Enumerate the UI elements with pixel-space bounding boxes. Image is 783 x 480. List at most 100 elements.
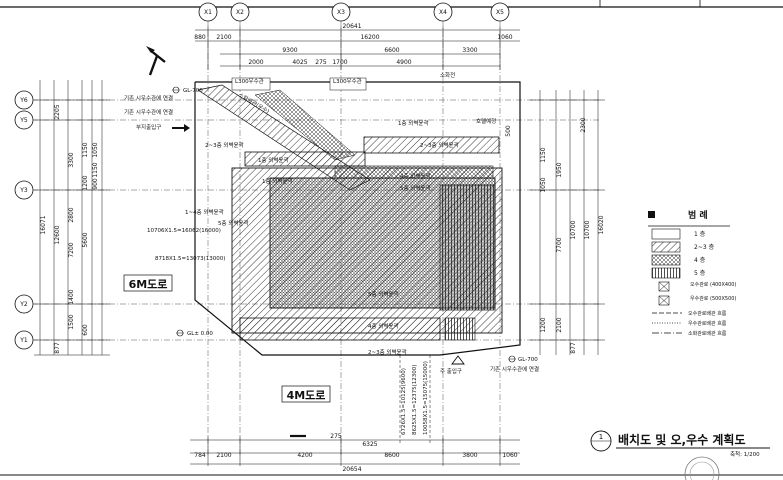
legend-label-3: 5 층 — [694, 269, 706, 277]
conn-note-3: 기존 시우수관에 연결 — [490, 365, 539, 373]
dim-left-row-1: 3300 — [68, 152, 75, 167]
entrance-side-arrow-icon — [172, 124, 190, 132]
north-arrow-icon — [146, 46, 166, 76]
drawing-title: 배치도 및 오,우수 계획도 — [618, 432, 746, 447]
entrance-main-arrow-icon — [451, 355, 465, 365]
dim-bottom-inner-1: 6325 — [362, 441, 377, 448]
floor-label-f4: 4층 외벽윤곽 — [400, 172, 431, 180]
floor-label-f1c: 1~4층 외벽윤곽 — [185, 208, 224, 216]
floor-label-f1a: 1층 외벽윤곽 — [398, 119, 429, 127]
top-note-1: L300우수관 — [235, 77, 264, 85]
grid-y6-label: Y6 — [19, 97, 28, 104]
dim-left-small-2: 1150 — [82, 142, 89, 157]
title-number: 1 — [599, 433, 603, 441]
dim-right-mid-1: 10700 — [570, 220, 577, 239]
road-bottom-label: 4M도로 — [287, 389, 326, 402]
dim-top-r3-1: 4025 — [292, 59, 307, 66]
grid-bubbles-x: X1 X2 X3 X4 X5 — [198, 2, 510, 22]
floor-5-core — [439, 184, 496, 311]
dim-bottom-2: 4200 — [297, 452, 312, 459]
dim-top-left-small: 880 — [194, 34, 206, 41]
floor-label-f23b: 2~3층 외벽윤곽 — [205, 141, 244, 149]
dim-right-mid-0: 10700 — [584, 220, 591, 239]
dim-left-overall: 16071 — [40, 215, 47, 234]
dim-top-r2-0: 9300 — [282, 47, 297, 54]
dim-left-mid-0: 12600 — [54, 225, 61, 244]
bottom-vlabel-3: 10058X1.5=15075(15000) — [423, 361, 429, 435]
conn-note-2: 기존 시우수관에 연결 — [124, 108, 173, 116]
floor-label-f5b: 5층 외벽윤곽 — [218, 219, 249, 227]
dim-left-row-3: 2800 — [68, 207, 75, 222]
legend-label-4: 오수관로 (400X400) — [690, 281, 736, 288]
dim-left-small-0: 1050 — [92, 142, 99, 157]
dim-right-row-5: 877 — [570, 342, 577, 354]
dim-top-r3-0: 2000 — [248, 59, 263, 66]
legend-marker-icon — [648, 211, 655, 218]
road-left-label: 6M도로 — [129, 278, 168, 291]
dim-top-r1-2: 1060 — [497, 34, 512, 41]
dim-left-small-3: 900 — [92, 178, 99, 190]
bottom-vlabel-2: 8625X1.5=12375(12300) — [412, 365, 418, 435]
entrance-stair — [444, 317, 476, 341]
grid-y2-label: Y2 — [19, 301, 28, 308]
legend-label-8: 소화관로배관 흐름 — [688, 330, 727, 337]
bottom-balcony-band — [239, 317, 441, 341]
grid-x2-label: X2 — [236, 9, 244, 16]
grid-y3-label: Y3 — [19, 187, 28, 194]
floor-label-f1d: 1층 외벽윤곽 — [262, 177, 293, 185]
site-boundary — [194, 81, 521, 356]
top-note-2: L300우수관 — [333, 77, 362, 85]
dim-right-small-1: 1200 — [540, 317, 547, 332]
grid-x5-label: X5 — [496, 9, 504, 16]
grid-y1-label: Y1 — [19, 337, 28, 344]
dim-top-r2-2: 3300 — [462, 47, 477, 54]
grid-x3-label: X3 — [337, 9, 345, 16]
grid-y5-label: Y5 — [19, 117, 28, 124]
grid-x1-label: X1 — [204, 9, 212, 16]
road-left-box — [123, 274, 173, 292]
dim-bottom-4: 3800 — [462, 452, 477, 459]
legend-label-6: 오수관로배관 흐름 — [688, 310, 727, 317]
dim-bottom-3: 8600 — [384, 452, 399, 459]
dim-right-row-4: 2100 — [556, 317, 563, 332]
legend-label-1: 2~3 층 — [694, 243, 715, 251]
legend-label-7: 우수관로배관 흐름 — [688, 320, 727, 327]
gl-left-label: GL± 0.00 — [187, 331, 213, 337]
dim-top-r3-2: 275 — [315, 59, 327, 66]
bottom-vlabel-1: 6726X1.5=10125(9600) — [401, 368, 407, 435]
dim-left-row-6: 877 — [54, 342, 61, 354]
gl-marker-left — [176, 329, 184, 337]
dim-right-row-2: 1150 — [540, 147, 547, 162]
conn-note-1: 기존 시우수관에 연결 — [124, 94, 173, 102]
dim-left-row-5: 1500 — [68, 314, 75, 329]
dim-right-row-3: 1050 — [540, 177, 547, 192]
right-dimension-lines — [530, 90, 605, 355]
left-label-2: 8718X1.5=13073(13000) — [155, 256, 225, 262]
gl-marker-right — [508, 355, 516, 363]
dim-right-row-0: 2300 — [580, 117, 587, 132]
dim-left-mid-1: 7200 — [68, 242, 75, 257]
dim-right-row-1: 1950 — [556, 162, 563, 177]
gl-marker-top — [172, 86, 180, 94]
dim-top-r1-1: 16200 — [360, 34, 379, 41]
dim-left-small-4: 600 — [82, 324, 89, 336]
dim-top-r2-1: 6600 — [384, 47, 399, 54]
dim-bottom-1: 2100 — [216, 452, 231, 459]
dim-left-small-1: 1150 — [92, 162, 99, 177]
road-bottom-box — [281, 385, 331, 403]
dim-right-mid-2: 7700 — [556, 237, 563, 252]
entrance-main-label: 주 출입구 — [440, 367, 462, 375]
entrance-side-label: 부지출입구 — [136, 123, 161, 131]
drawing-scale: 축척: 1/200 — [730, 450, 760, 458]
legend-swatch-1f — [651, 228, 681, 240]
gl-right-label: GL-700 — [518, 357, 538, 363]
top-note-4: 호텔예정 — [476, 117, 496, 125]
dim-bottom-5: 1060 — [502, 452, 517, 459]
legend: 범 례 1 층 2~3 층 4 층 5 층 오수관로 (400X400) 우수관… — [648, 209, 736, 337]
left-label-1: 10706X1.5=16062(16000) — [147, 228, 221, 234]
dim-top-r3-4: 4900 — [396, 59, 411, 66]
bottom-dimension-lines — [190, 436, 520, 466]
top-note-3: 소화전 — [440, 71, 455, 79]
dim-bottom-overall: 20654 — [342, 466, 361, 473]
